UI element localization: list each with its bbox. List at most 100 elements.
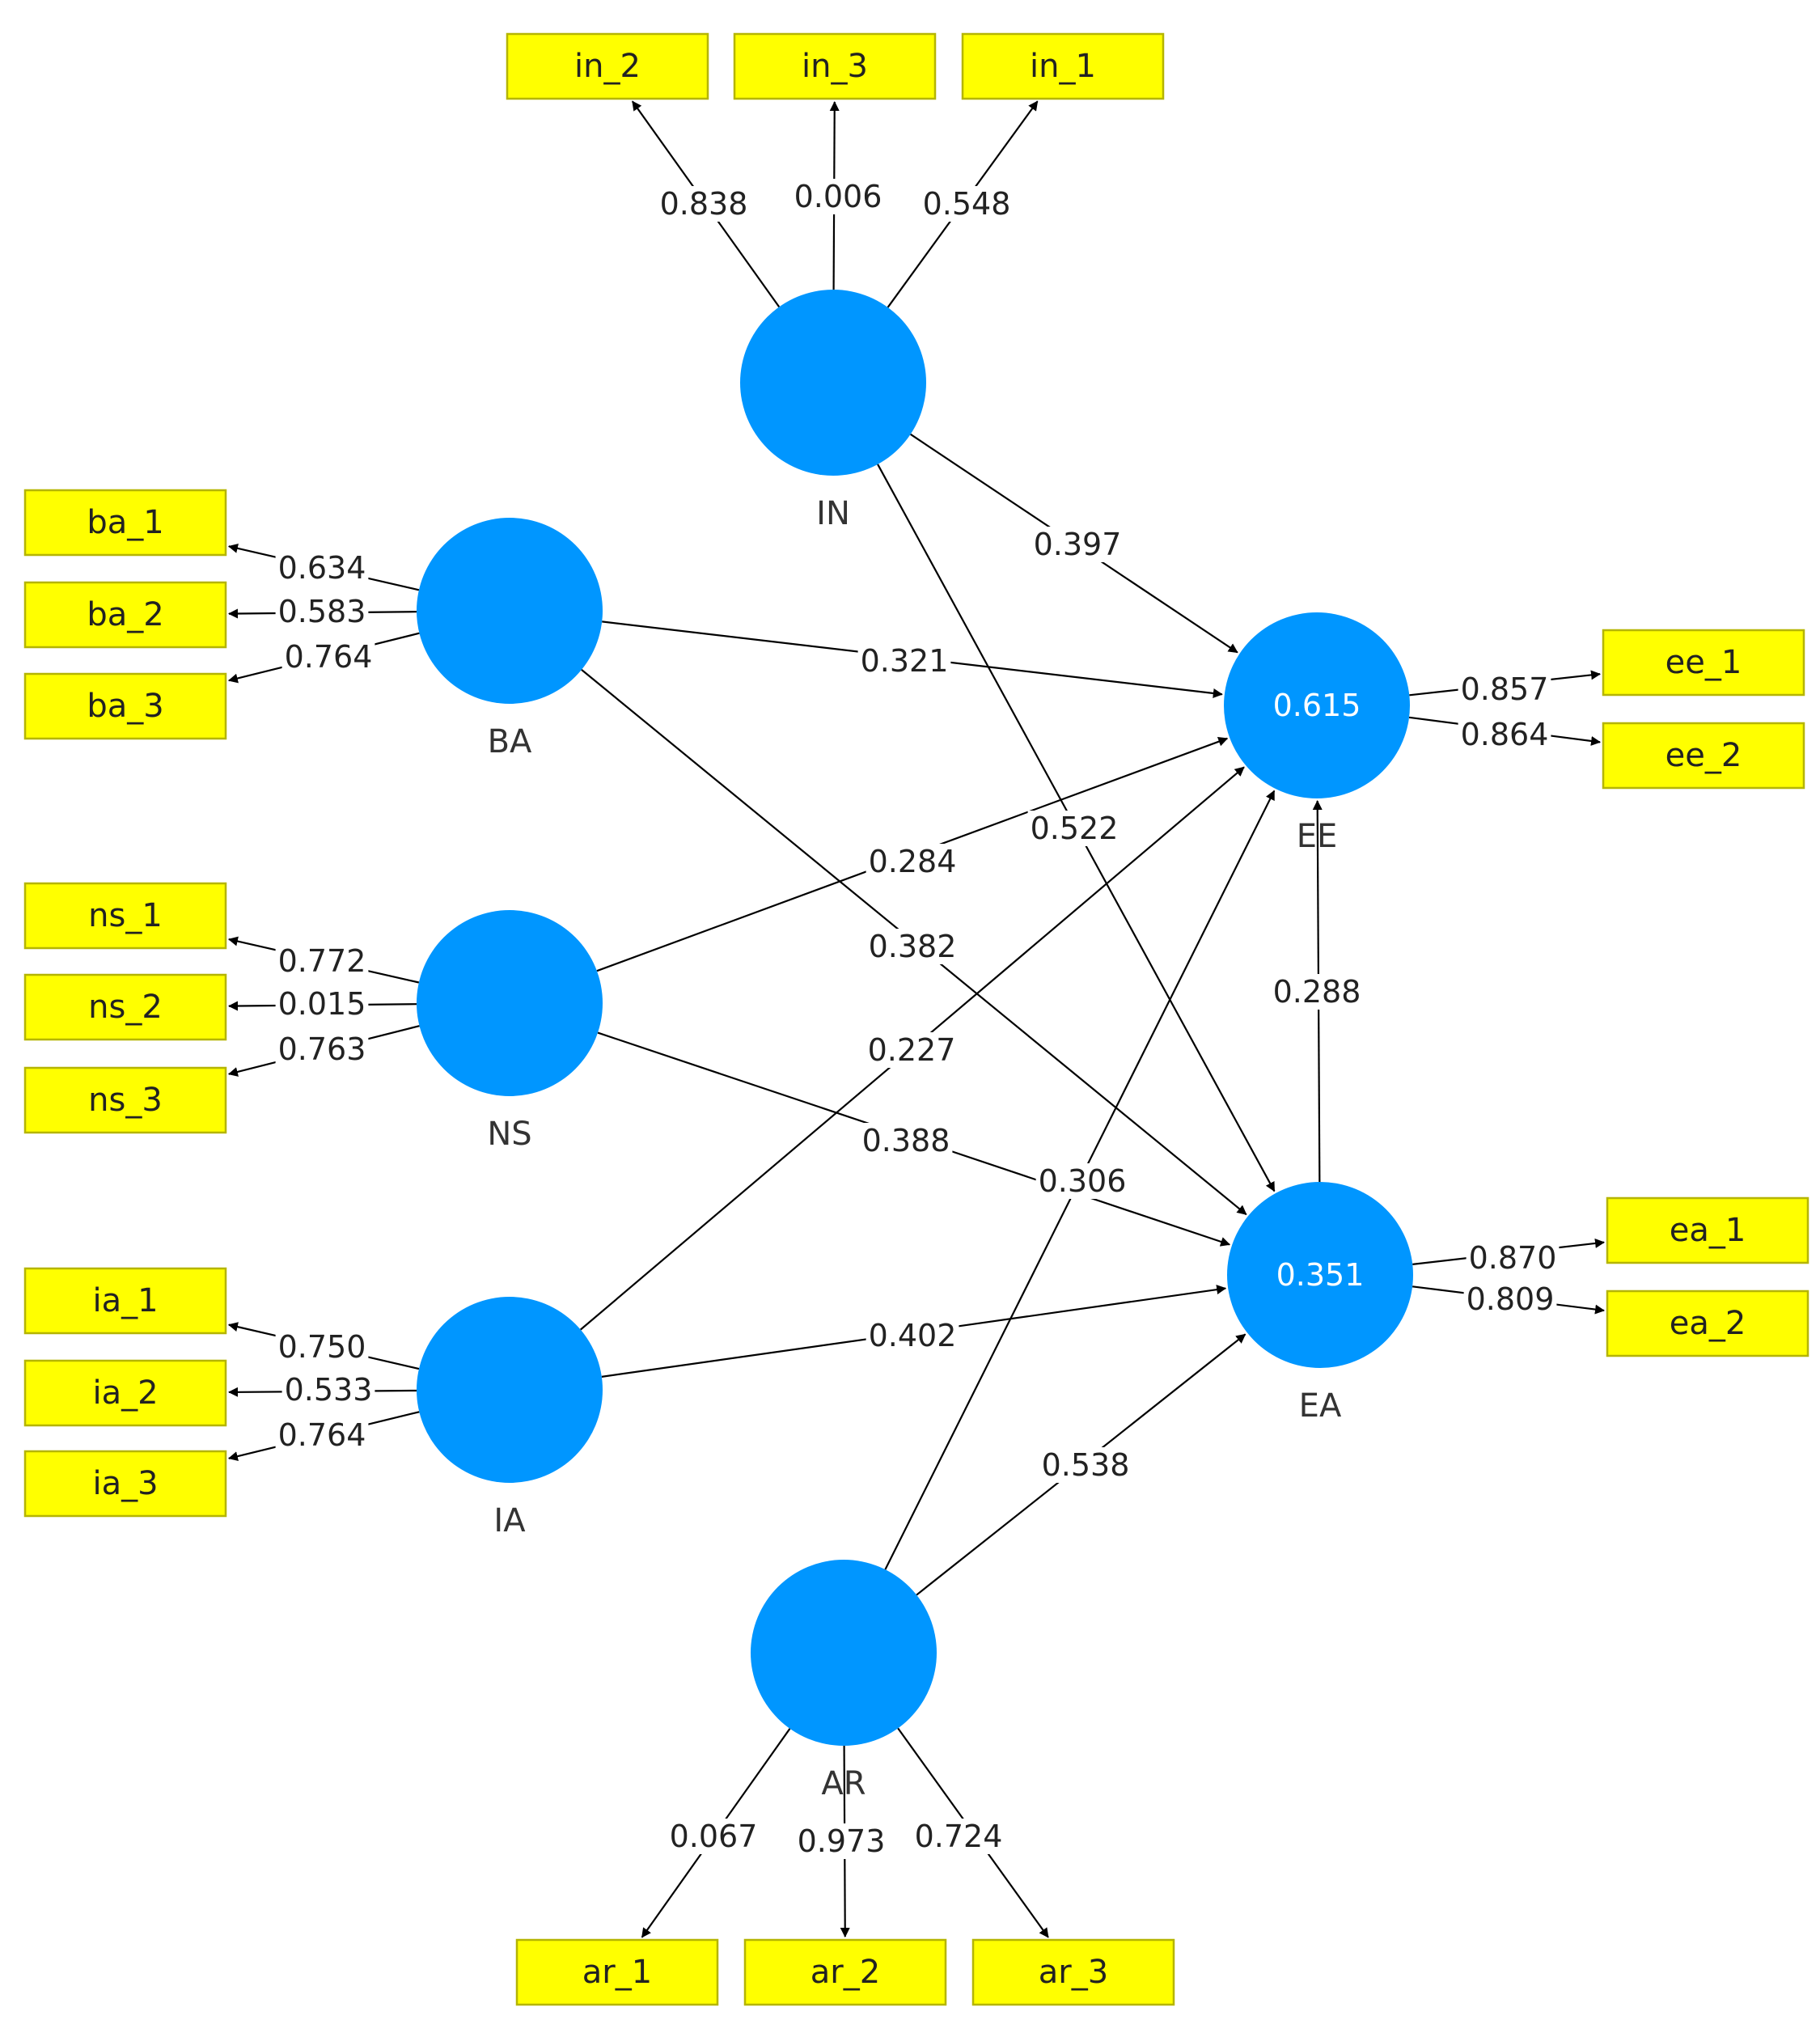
weight-label-ar-ar_3: 0.724 <box>915 1819 1003 1854</box>
indicator-ea-2[interactable]: ea_2 <box>1606 1289 1809 1357</box>
indicator-ar-3[interactable]: ar_3 <box>971 1938 1175 2006</box>
indicator-in-1[interactable]: in_1 <box>961 32 1165 100</box>
weight-label-bg <box>1270 974 1364 1010</box>
indicator-label: ea_1 <box>1670 1212 1746 1249</box>
indicator-label: ar_1 <box>582 1954 652 1991</box>
weight-label-ns-ns_1: 0.772 <box>278 943 366 979</box>
indicator-ia-1[interactable]: ia_1 <box>23 1267 227 1335</box>
latent-label: IA <box>493 1502 526 1539</box>
indicator-box <box>23 1359 227 1427</box>
indicator-ba-3[interactable]: ba_3 <box>23 672 227 740</box>
latent-label: AR <box>821 1765 866 1802</box>
indicator-ar-2[interactable]: ar_2 <box>743 1938 947 2006</box>
indicator-label: ia_2 <box>92 1374 158 1412</box>
indicator-box <box>733 32 937 100</box>
weight-label-ia-ia_3: 0.764 <box>278 1417 366 1453</box>
latent-circle <box>417 910 603 1096</box>
indicator-ar-1[interactable]: ar_1 <box>515 1938 719 2006</box>
weight-label-ba-ba_3: 0.764 <box>285 639 373 675</box>
weight-label-ns-ns_2: 0.015 <box>278 986 366 1022</box>
latent-label: IN <box>816 495 850 532</box>
weight-label-in-ee: 0.397 <box>1034 527 1122 562</box>
weight-label-bg <box>1458 717 1551 752</box>
indicator-ee-1[interactable]: ee_1 <box>1602 629 1805 697</box>
latent-circle <box>1224 612 1410 798</box>
weight-label-bg <box>1035 1163 1129 1199</box>
indicator-in-3[interactable]: in_3 <box>733 32 937 100</box>
weight-label-bg <box>275 1329 369 1365</box>
indicator-label: in_2 <box>574 48 641 85</box>
weight-label-bg <box>865 1032 959 1068</box>
indicator-ia-3[interactable]: ia_3 <box>23 1450 227 1518</box>
weight-label-bg <box>857 643 951 679</box>
indicator-ea-1[interactable]: ea_1 <box>1606 1196 1809 1264</box>
latent-circle <box>417 518 603 704</box>
indicator-box <box>506 32 709 100</box>
indicator-label: ee_2 <box>1666 737 1742 774</box>
weight-label-bg <box>1466 1240 1560 1276</box>
weight-label-ea-ee: 0.288 <box>1273 974 1361 1010</box>
indicator-label: ar_3 <box>1039 1954 1108 1991</box>
weight-label-bg <box>859 1123 953 1158</box>
weight-label-ba-ee: 0.321 <box>861 643 949 679</box>
r-squared-value: 0.615 <box>1273 688 1361 723</box>
weight-label-bg <box>281 1372 375 1408</box>
weight-label-bg <box>866 929 959 964</box>
weight-label-in-in_3: 0.006 <box>794 179 882 214</box>
indicator-ba-2[interactable]: ba_2 <box>23 581 227 649</box>
weight-label-bg <box>657 186 751 222</box>
weight-label-bg <box>791 179 885 214</box>
indicator-box <box>23 1450 227 1518</box>
r-squared-value: 0.351 <box>1276 1257 1365 1293</box>
nodes-layer: in_2 in_3 in_1 ba_1 ba_2 ba_3 ns_1 ns_2 ns_3 ia_1… <box>23 32 1809 2006</box>
weight-label-bg <box>275 1417 369 1453</box>
weight-label-bg <box>275 1031 369 1067</box>
latent-circle <box>751 1560 937 1746</box>
indicator-box <box>23 882 227 950</box>
weight-label-ar-ea: 0.538 <box>1042 1447 1130 1483</box>
latent-ia[interactable]: IA <box>417 1297 603 1539</box>
latent-label: BA <box>488 723 532 760</box>
weight-label-bg <box>912 1819 1005 1854</box>
latent-ar[interactable]: AR <box>751 1560 937 1802</box>
indicator-box <box>1602 629 1805 697</box>
weight-label-in-in_1: 0.548 <box>923 186 1011 222</box>
latent-circle <box>417 1297 603 1483</box>
weight-label-ee-ee_2: 0.864 <box>1461 717 1549 752</box>
indicator-ba-1[interactable]: ba_1 <box>23 489 227 557</box>
indicator-box <box>23 973 227 1041</box>
weight-label-ia-ia_1: 0.750 <box>278 1329 366 1365</box>
weight-label-in-ea: 0.522 <box>1031 811 1119 846</box>
weight-label-ba-ea: 0.382 <box>869 929 957 964</box>
weight-label-ar-ar_2: 0.973 <box>798 1823 886 1859</box>
latent-ns[interactable]: NS <box>417 910 603 1153</box>
weight-label-bg <box>275 550 369 586</box>
latent-in[interactable]: IN <box>740 290 926 532</box>
weight-label-bg <box>1031 527 1124 562</box>
weight-label-bg <box>667 1819 760 1854</box>
weight-label-ia-ia_2: 0.533 <box>285 1372 373 1408</box>
indicator-box <box>1602 722 1805 790</box>
weight-label-ba-ba_1: 0.634 <box>278 550 366 586</box>
weight-label-bg <box>866 844 959 879</box>
indicator-label: ia_1 <box>92 1282 158 1319</box>
indicator-label: ns_3 <box>88 1082 163 1119</box>
latent-ba[interactable]: BA <box>417 518 603 760</box>
latent-circle <box>740 290 926 476</box>
weight-label-bg <box>866 1318 959 1353</box>
weight-label-ia-ee: 0.227 <box>868 1032 956 1068</box>
indicator-box <box>961 32 1165 100</box>
indicator-ns-2[interactable]: ns_2 <box>23 973 227 1041</box>
indicator-ia-2[interactable]: ia_2 <box>23 1359 227 1427</box>
indicator-in-2[interactable]: in_2 <box>506 32 709 100</box>
indicator-ee-2[interactable]: ee_2 <box>1602 722 1805 790</box>
weight-label-ia-ea: 0.402 <box>869 1318 957 1353</box>
latent-circle <box>1227 1182 1413 1368</box>
indicator-box <box>1606 1289 1809 1357</box>
indicator-ns-1[interactable]: ns_1 <box>23 882 227 950</box>
indicator-label: ea_2 <box>1670 1305 1746 1342</box>
indicator-ns-3[interactable]: ns_3 <box>23 1066 227 1134</box>
